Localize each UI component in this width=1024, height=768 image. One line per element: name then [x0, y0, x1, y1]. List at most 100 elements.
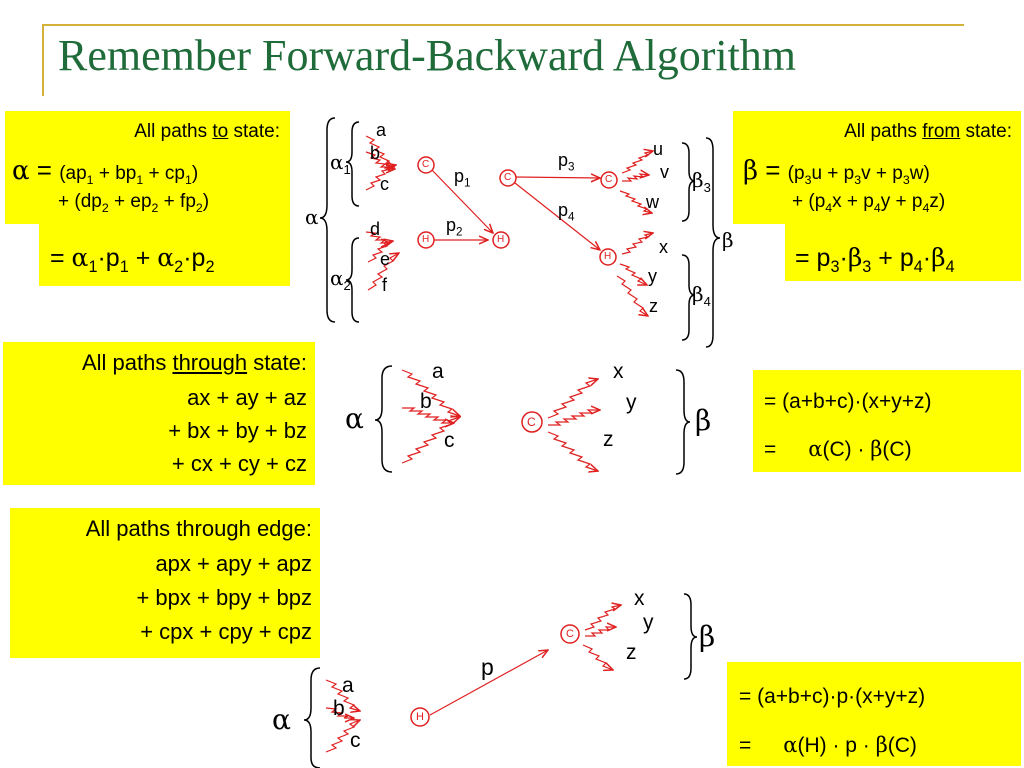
- through-edge-box: [10, 508, 320, 658]
- label-alpha1: α1: [330, 150, 351, 177]
- label-y: y: [648, 266, 657, 286]
- brace-alpha-outer: [319, 117, 336, 323]
- node-c-1: [417, 156, 435, 174]
- label-mid-alpha: α: [345, 402, 364, 435]
- wavy-bot-b: [325, 707, 354, 718]
- label-b: b: [370, 143, 381, 163]
- wavy-bot-a: [325, 679, 360, 711]
- label-bot-y: y: [643, 611, 654, 634]
- node-c-2-label: C: [504, 172, 512, 183]
- label-e: e: [380, 249, 391, 269]
- label-bot-b: b: [333, 697, 345, 720]
- edge-p: [429, 650, 548, 716]
- nodes: [410, 156, 618, 727]
- wavy-bot-y: [585, 627, 616, 637]
- label-beta4: β4: [692, 282, 711, 309]
- through-edge-heading: All paths through edge:: [85, 516, 312, 541]
- through-edge-line-2: + bpx + bpy + bpz: [136, 585, 312, 610]
- wavy-mid-b: [402, 407, 454, 423]
- label-p3: p3: [558, 150, 575, 174]
- wavy-mid-x: [547, 379, 598, 419]
- label-a: a: [376, 120, 387, 140]
- label-bot-beta: β: [699, 620, 716, 653]
- label-bot-a: a: [342, 674, 354, 697]
- label-z: z: [649, 296, 658, 316]
- node-h-3-label: H: [604, 251, 612, 262]
- label-alpha-outer: α: [305, 205, 319, 229]
- state-result-line1: = (a+b+c)·(x+y+z): [764, 390, 932, 413]
- label-mid-x: x: [613, 360, 624, 383]
- label-x: x: [659, 237, 668, 257]
- node-c-bottom-label: C: [566, 628, 574, 640]
- wavy-e: [367, 241, 393, 263]
- label-d: d: [370, 219, 381, 239]
- edge-result-line2: =α(H) · p · β(C): [739, 733, 917, 757]
- brace-alpha-mid: [374, 365, 393, 473]
- brace-beta-bottom: [683, 593, 698, 680]
- label-p2: p2: [446, 215, 463, 239]
- wavy-d: [365, 231, 390, 243]
- wavy-z: [616, 275, 648, 316]
- wavy-y: [619, 263, 647, 285]
- wavy-mid-a: [401, 369, 460, 416]
- label-alpha2: α2: [330, 266, 351, 293]
- alpha-heading: All paths to state:: [134, 121, 280, 142]
- beta-eq-line1: β = (p3u + p3v + p3w): [743, 155, 930, 187]
- alpha-box: [5, 111, 290, 224]
- edge-p4: [514, 182, 600, 250]
- label-beta-outer: β: [722, 228, 734, 252]
- brace-beta4: [681, 254, 696, 341]
- state-result-line2: =α(C) · β(C): [764, 437, 912, 461]
- wavy-mid-z: [547, 431, 598, 471]
- edge-p1: [429, 167, 493, 233]
- wavy-mid-c: [401, 417, 460, 464]
- wavy-bot-x: [584, 605, 621, 631]
- label-mid-y: y: [626, 391, 637, 414]
- wavy-v: [622, 174, 649, 182]
- brace-alpha-bottom: [303, 667, 321, 768]
- node-h-1-label: H: [422, 234, 430, 245]
- node-h-2-label: H: [497, 234, 505, 245]
- beta-result: = p3·β3 + p4·β4: [795, 243, 955, 276]
- node-c-3-label: C: [605, 174, 613, 185]
- node-h-1: [417, 231, 435, 249]
- alpha-result-box: [39, 224, 290, 286]
- wavy-bot-c: [325, 720, 360, 753]
- braces: [303, 117, 721, 768]
- brace-beta-outer: [705, 137, 721, 348]
- edge-result-box: [727, 662, 1021, 766]
- wavy-w: [619, 190, 652, 213]
- label-p4: p4: [558, 200, 575, 224]
- through-state-box: [3, 342, 315, 485]
- brace-beta3: [681, 142, 696, 222]
- alpha-eq-line1: α = (ap1 + bp1 + cp1): [12, 155, 199, 187]
- through-state-line-2: + bx + by + bz: [168, 418, 307, 443]
- node-h-2: [492, 231, 510, 249]
- label-mid-b: b: [420, 390, 432, 413]
- beta-eq-line2: + (p4x + p4y + p4z): [792, 191, 946, 215]
- node-c-bottom: [560, 624, 580, 644]
- node-c-mid: [521, 411, 543, 433]
- node-h-bottom: [410, 707, 430, 727]
- through-state-line-3: + cx + cy + cz: [171, 451, 307, 476]
- label-bot-z: z: [626, 641, 637, 664]
- wavy-a: [365, 135, 394, 167]
- node-c-2: [499, 169, 517, 187]
- wavy-f: [367, 253, 399, 291]
- label-bot-x: x: [634, 587, 645, 610]
- node-h-3: [599, 248, 617, 266]
- wavy-bot-z: [582, 644, 613, 670]
- node-c-mid-label: C: [527, 415, 536, 429]
- beta-box: [733, 111, 1021, 224]
- wavy-c: [365, 165, 396, 191]
- edge-p3: [514, 177, 600, 178]
- label-mid-z: z: [603, 428, 614, 451]
- label-mid-a: a: [432, 360, 444, 383]
- edge-result-line1: = (a+b+c)·p·(x+y+z): [739, 685, 926, 708]
- wavy-x: [621, 233, 653, 255]
- label-p1: p1: [454, 166, 471, 190]
- label-mid-c: c: [444, 429, 455, 452]
- beta-result-box: [785, 224, 1021, 281]
- top-rule: [42, 24, 964, 26]
- label-bot-c: c: [350, 729, 361, 752]
